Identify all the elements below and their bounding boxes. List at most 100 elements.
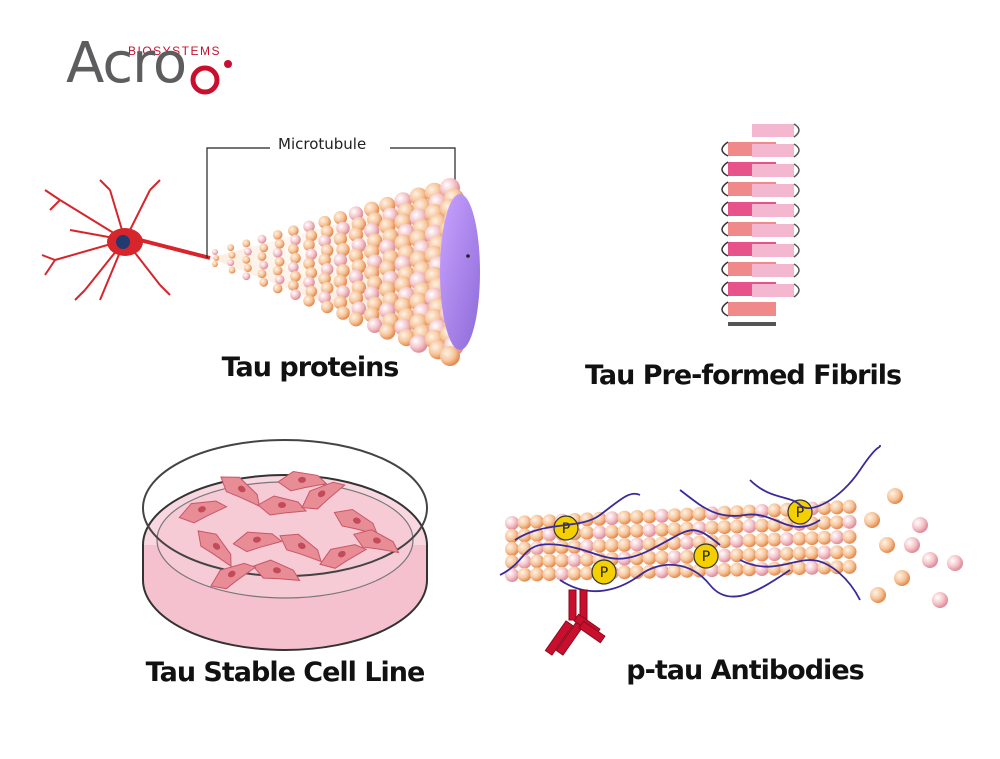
caption-tau-cell-line: Tau Stable Cell Line	[145, 657, 426, 688]
tubulin-bead	[305, 248, 318, 261]
rod-bead	[505, 555, 519, 569]
tubulin-bead	[320, 300, 334, 314]
rod-bead	[567, 539, 582, 554]
cell-icon	[319, 544, 368, 569]
tubulin-bead	[303, 239, 315, 251]
tubulin-bead	[259, 278, 269, 287]
tubulin-bead	[243, 264, 252, 273]
rod-bead	[542, 540, 557, 555]
tubulin-bead	[228, 266, 236, 274]
rod-bead	[642, 537, 657, 552]
tubulin-bead	[303, 276, 315, 289]
tubulin-bead	[257, 269, 267, 279]
rod-bead	[605, 524, 619, 539]
tubulin-bead	[336, 306, 350, 320]
cell-icon	[252, 559, 301, 582]
tubulin-bead	[379, 323, 396, 340]
cell-icon	[178, 500, 228, 524]
rod-bead	[792, 561, 807, 576]
caption-p-tau-antibodies: p-tau Antibodies	[626, 655, 864, 686]
free-tubulin-bead	[879, 537, 895, 553]
rod-bead	[542, 567, 557, 582]
rod-bead	[617, 565, 632, 580]
tubulin-bead	[290, 252, 301, 264]
rod-bead	[792, 531, 807, 546]
rod-bead	[830, 500, 844, 515]
rod-bead	[717, 548, 732, 563]
rod-bead	[680, 549, 694, 564]
phospho-label: P	[562, 521, 570, 537]
rod-bead	[592, 511, 607, 526]
tubulin-bead	[318, 291, 331, 304]
tubulin-bead	[305, 229, 318, 242]
rod-bead	[767, 561, 782, 576]
rod-bead	[617, 510, 632, 525]
tubulin-bead	[272, 247, 283, 258]
rod-bead	[580, 552, 594, 567]
rod-bead	[605, 511, 619, 526]
rod-bead	[542, 514, 557, 529]
tubulin-bead	[228, 251, 236, 259]
rod-bead	[530, 554, 544, 569]
neuron-icon	[41, 179, 211, 301]
tubulin-bead	[272, 230, 283, 240]
tubulin-bead	[333, 211, 348, 225]
tubulin-bead	[212, 261, 218, 267]
rod-bead	[717, 505, 732, 520]
rod-bead	[705, 520, 719, 535]
rod-bead	[505, 516, 519, 530]
caption-tau-pff: Tau Pre-formed Fibrils	[584, 360, 902, 391]
rod-bead	[830, 530, 844, 545]
logo-wordmark: Acro	[66, 31, 187, 96]
tubulin-bead	[303, 220, 315, 233]
rod-bead	[617, 537, 632, 552]
tubulin-bead	[290, 271, 301, 282]
tubulin-bead	[336, 264, 350, 278]
rod-bead	[505, 529, 519, 543]
tubulin-bead	[333, 295, 348, 310]
rod-bead	[517, 567, 532, 582]
rod-bead	[717, 534, 732, 549]
rod-bead	[630, 537, 644, 552]
rod-bead	[517, 554, 532, 569]
tubulin-bead	[318, 215, 331, 229]
tubulin-bead	[259, 260, 269, 270]
rod-bead	[617, 524, 632, 539]
tubulin-bead	[227, 259, 235, 267]
rod-bead	[517, 515, 532, 530]
rod-bead	[680, 507, 694, 522]
rod-bead	[692, 521, 707, 536]
rod-bead	[805, 546, 819, 560]
tubulin-bead	[303, 257, 315, 270]
tubulin-bead	[257, 252, 267, 261]
tubulin-bead	[303, 295, 315, 307]
rod-bead	[742, 533, 757, 548]
phospho-marker: P	[787, 499, 813, 525]
rod-bead	[605, 538, 619, 553]
phospho-marker: P	[553, 515, 579, 541]
rod-bead	[755, 547, 769, 562]
rod-bead	[555, 566, 569, 581]
rod-bead	[580, 566, 594, 581]
rod-bead	[742, 547, 757, 562]
rod-bead	[817, 515, 832, 530]
caption-tau-proteins: Tau proteins	[221, 352, 400, 383]
tubulin-bead	[242, 239, 251, 248]
tubulin-bead	[259, 243, 269, 253]
tubulin-bead	[367, 317, 383, 334]
rod-bead	[530, 567, 544, 582]
rod-bead	[842, 529, 857, 544]
tubulin-bead	[336, 242, 350, 257]
cell-icon	[352, 529, 400, 554]
free-tubulin-bead	[870, 587, 886, 603]
free-tubulin-bead	[932, 592, 948, 608]
rod-bead	[655, 550, 669, 565]
rod-bead	[592, 538, 607, 553]
tubulin-bead	[320, 225, 334, 238]
rod-bead	[505, 542, 519, 556]
logo-subtitle: BIOSYSTEMS	[128, 44, 222, 58]
rod-bead	[592, 525, 607, 540]
rod-bead	[667, 550, 682, 565]
